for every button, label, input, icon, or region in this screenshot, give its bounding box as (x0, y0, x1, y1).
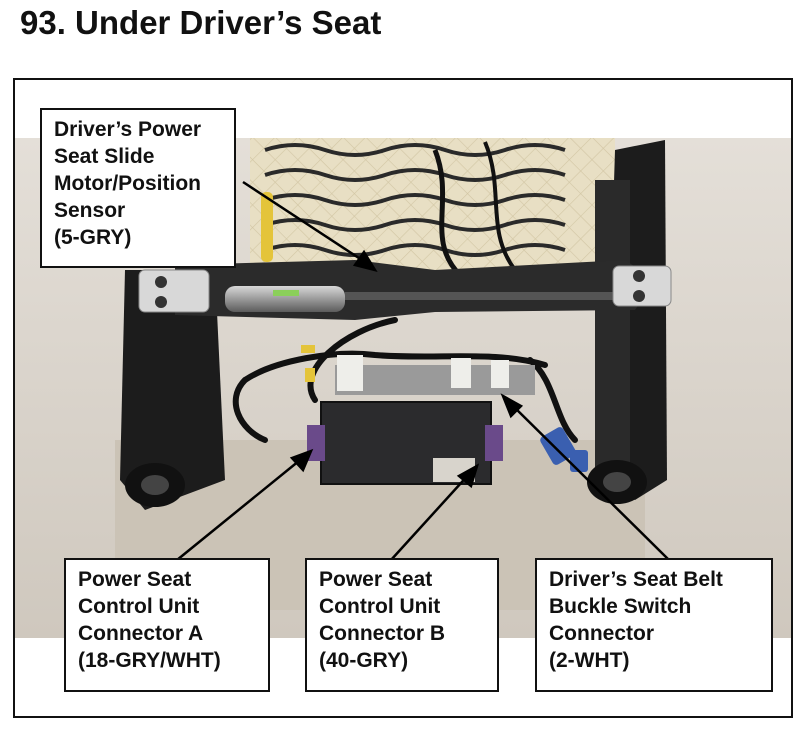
slide-motor-assembly (138, 260, 672, 320)
leader-lines (176, 180, 670, 561)
callout-line: Driver’s Power (54, 118, 202, 141)
callout-line: Control Unit (78, 595, 200, 618)
callout-line: Control Unit (319, 595, 441, 618)
harness-bracket (301, 345, 535, 395)
callout-line: Connector A (78, 622, 204, 645)
page-title: 93. Under Driver’s Seat (20, 4, 382, 41)
callout-line: (2-WHT) (549, 649, 630, 672)
callout-line: Connector (549, 622, 654, 645)
figure-frame: Driver’s Power Seat Slide Motor/Position… (13, 78, 793, 718)
callout-line: Seat Slide (54, 145, 155, 168)
power-seat-control-unit (307, 401, 503, 485)
callout-line: Buckle Switch (549, 595, 692, 618)
seat-underside-photo (15, 80, 791, 638)
wiring-harness (232, 317, 578, 443)
callout-slide-motor-sensor: Driver’s Power Seat Slide Motor/Position… (40, 108, 236, 268)
seat-rails (120, 140, 667, 510)
seat-cushion (250, 138, 615, 278)
callout-line: (40-GRY) (319, 649, 409, 672)
callout-line: Sensor (54, 199, 126, 222)
callout-line: Power Seat (319, 568, 433, 591)
callout-line: Motor/Position (54, 172, 201, 195)
callout-connector-b: Power Seat Control Unit Connector B (40-… (305, 558, 499, 692)
callout-line: Power Seat (78, 568, 192, 591)
callout-line: Driver’s Seat Belt (549, 568, 723, 591)
callout-line: (18-GRY/WHT) (78, 649, 221, 672)
callout-connector-a: Power Seat Control Unit Connector A (18-… (64, 558, 270, 692)
callout-line: (5-GRY) (54, 226, 132, 249)
callout-line: Connector B (319, 622, 445, 645)
callout-belt-buckle-connector: Driver’s Seat Belt Buckle Switch Connect… (535, 558, 773, 692)
